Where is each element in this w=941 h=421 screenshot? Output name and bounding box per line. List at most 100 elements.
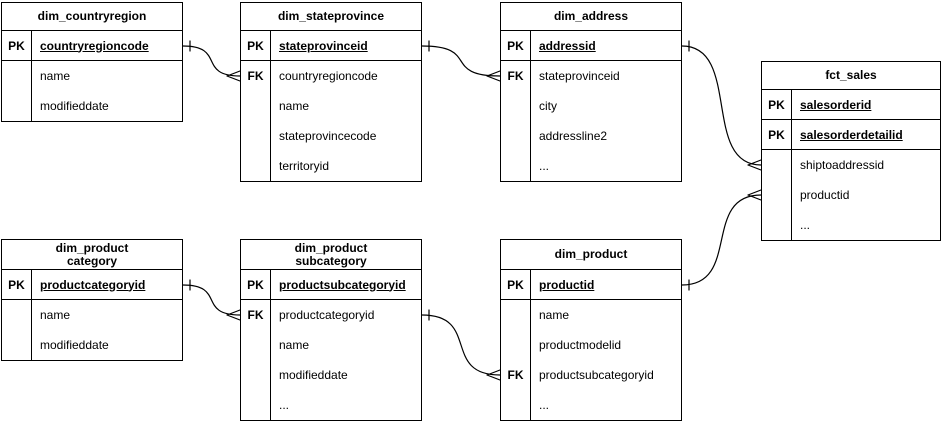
- row-key-badge: [241, 330, 271, 360]
- row-key-badge: FK: [501, 61, 531, 91]
- entity-attribute-row: FK stateprovinceid: [501, 61, 681, 91]
- entity-primary-key-row: PK countryregioncode: [2, 31, 182, 61]
- row-key-badge: [2, 61, 32, 91]
- entity-attribute-row: name: [2, 300, 182, 330]
- entity-attribute-row: name: [241, 91, 421, 121]
- row-field-name: city: [539, 99, 557, 113]
- entity-title: fct_sales: [762, 62, 940, 90]
- relationship-countryregion-to-stateprovince: [182, 40, 241, 82]
- relationship-line: [421, 45, 501, 77]
- cardinality-many-crowfoot: [747, 159, 762, 171]
- entity-attribute-row: ...: [501, 151, 681, 181]
- row-field-name: productcategoryid: [40, 277, 146, 292]
- row-field-name: productsubcategoryid: [279, 277, 406, 292]
- entity-attribute-row: addressline2: [501, 121, 681, 151]
- row-key-badge: [762, 180, 792, 210]
- entity-title-line: dim_product: [554, 247, 628, 261]
- entity-title-line: subcategory: [295, 253, 367, 268]
- row-key-badge: PK: [762, 90, 792, 119]
- entity-title: dim_stateprovince: [241, 3, 421, 31]
- row-field-name: name: [279, 99, 310, 113]
- entity-primary-key-row: PK productcategoryid: [2, 270, 182, 300]
- entity-attribute-row: productmodelid: [501, 330, 681, 360]
- entity-attribute-row: city: [501, 91, 681, 121]
- entity-title-line: dim_stateprovince: [277, 9, 385, 23]
- entity-title: dim_countryregion: [2, 3, 182, 31]
- entity-attribute-row: territoryid: [241, 151, 421, 181]
- entity-title-line: dim_product: [294, 240, 368, 255]
- entity-attribute-row: name: [241, 330, 421, 360]
- entity-primary-key-row: PK addressid: [501, 31, 681, 61]
- row-field-name: shiptoaddressid: [800, 158, 885, 172]
- row-field-name: name: [279, 338, 310, 352]
- row-key-badge: [501, 121, 531, 151]
- entity-primary-key-row: PK salesorderdetailid: [762, 120, 940, 150]
- entity-attribute-row: productid: [762, 180, 940, 210]
- relationship-line: [681, 194, 762, 286]
- entity-attribute-row: name: [501, 300, 681, 330]
- row-key-badge: [501, 91, 531, 121]
- entity-primary-key-row: PK productsubcategoryid: [241, 270, 421, 300]
- row-field-name: modifieddate: [279, 368, 348, 382]
- row-field-name: stateprovinceid: [539, 69, 620, 83]
- row-key-badge: [2, 91, 32, 121]
- row-key-badge: [2, 300, 32, 330]
- entity-title: dim_address: [501, 3, 681, 31]
- relationship-product-to-fct-sales: [681, 189, 762, 291]
- entity-attribute-row: name: [2, 61, 182, 91]
- entity-title-line: fct_sales: [825, 68, 877, 82]
- row-field-name: productid: [800, 188, 850, 202]
- entity-title-line: dim_countryregion: [37, 9, 147, 23]
- row-field-name: productcategoryid: [279, 308, 375, 322]
- cardinality-many-crowfoot: [747, 189, 762, 201]
- row-field-name: countryregioncode: [279, 69, 378, 83]
- row-key-badge: FK: [241, 61, 271, 91]
- row-field-name: ...: [539, 159, 550, 173]
- entity-attribute-row: stateprovincecode: [241, 121, 421, 151]
- row-key-badge: PK: [2, 270, 32, 299]
- row-field-name: ...: [539, 398, 550, 412]
- row-field-name: addressid: [539, 38, 596, 53]
- row-field-name: name: [40, 69, 71, 83]
- entity-title: dim_product: [501, 240, 681, 270]
- row-field-name: salesorderdetailid: [800, 127, 903, 142]
- row-key-badge: PK: [241, 31, 271, 60]
- relationship-stateprovince-to-address: [421, 40, 501, 82]
- entity-attribute-row: modifieddate: [2, 91, 182, 121]
- entity-attribute-row: ...: [762, 210, 940, 240]
- row-key-badge: PK: [501, 31, 531, 60]
- relationship-line: [681, 45, 762, 166]
- entity-title-line: dim_product: [55, 240, 129, 255]
- row-key-badge: [241, 360, 271, 390]
- row-key-badge: PK: [241, 270, 271, 299]
- entity-attribute-row: FK countryregioncode: [241, 61, 421, 91]
- relationship-line: [421, 314, 501, 376]
- row-field-name: modifieddate: [40, 338, 109, 352]
- row-key-badge: PK: [2, 31, 32, 60]
- relationship-subcategory-to-product: [421, 309, 501, 381]
- entity-attribute-row: ...: [501, 390, 681, 420]
- row-key-badge: [241, 91, 271, 121]
- row-key-badge: [241, 121, 271, 151]
- relationship-line: [182, 45, 241, 77]
- row-field-name: modifieddate: [40, 99, 109, 113]
- row-field-name: ...: [800, 218, 811, 232]
- row-field-name: stateprovincecode: [279, 129, 377, 143]
- row-field-name: productmodelid: [539, 338, 622, 352]
- row-key-badge: [501, 151, 531, 181]
- row-field-name: productid: [539, 277, 595, 292]
- row-field-name: countryregioncode: [40, 38, 149, 53]
- row-key-badge: FK: [501, 360, 531, 390]
- row-key-badge: [762, 210, 792, 240]
- row-key-badge: PK: [762, 120, 792, 149]
